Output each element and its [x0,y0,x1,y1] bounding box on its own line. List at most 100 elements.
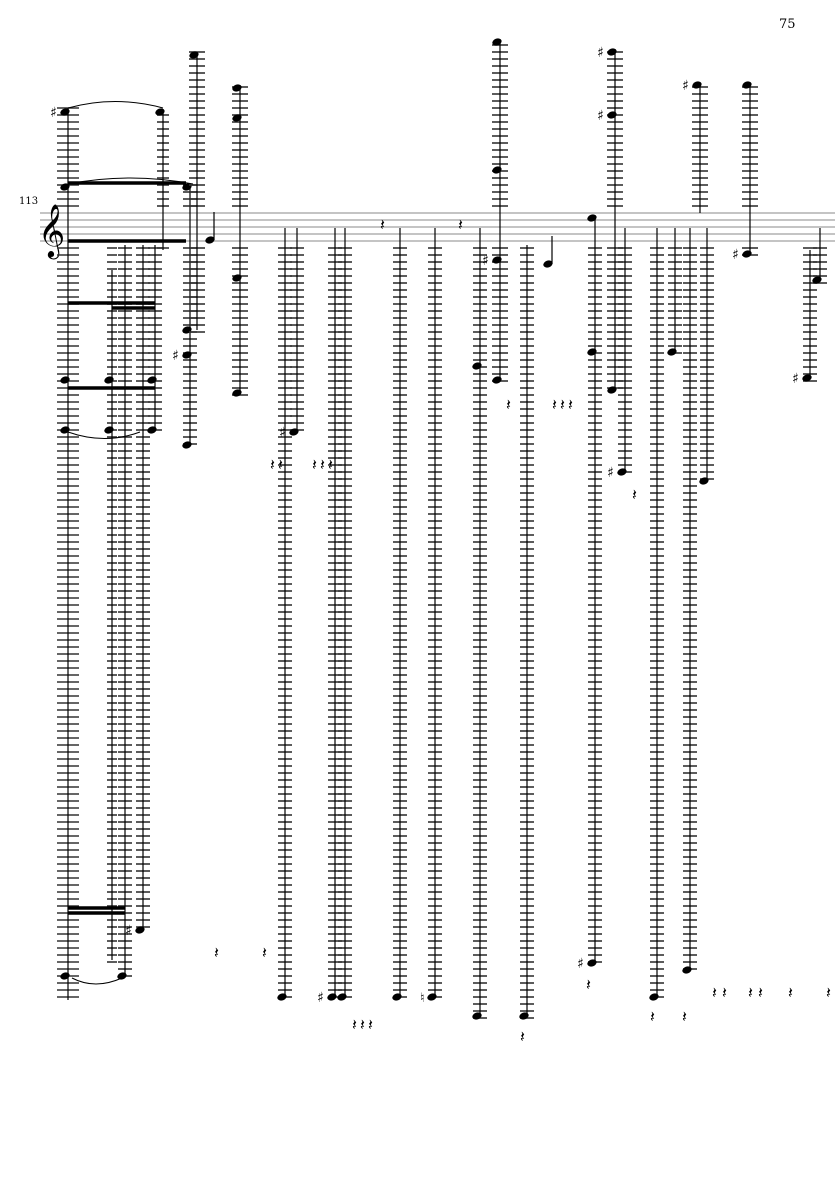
notehead [155,108,165,116]
notehead [60,108,70,116]
notehead [492,376,502,384]
notehead [135,926,145,934]
notehead [692,81,702,89]
quarter-rest-icon: 𝄽 [712,983,717,1002]
quarter-rest-icon: 𝄽 [506,395,511,414]
sharp-icon: ♯ [125,923,132,939]
quarter-rest-icon: 𝄽 [352,1015,357,1034]
quarter-rest-icon: 𝄽 [552,395,557,414]
notehead [277,993,287,1001]
quarter-rest-icon: 𝄽 [368,1015,373,1034]
quarter-rest-icon: 𝄽 [270,455,275,474]
notehead [617,468,627,476]
quarter-rest-icon: 𝄽 [560,395,565,414]
sharp-icon: ♯ [792,371,799,387]
quarter-rest-icon: 𝄽 [826,983,831,1002]
notehead [182,441,192,449]
slur [67,177,194,185]
quarter-rest-icon: 𝄽 [320,455,325,474]
notehead [607,386,617,394]
notehead [742,81,752,89]
page-number: 75 [779,17,796,32]
notehead [427,993,437,1001]
notehead [802,374,812,382]
notehead [492,256,502,264]
slur [71,977,123,985]
quarter-rest-icon: 𝄽 [748,983,753,1002]
quarter-rest-icon: 𝄽 [788,983,793,1002]
sharp-icon: ♯ [732,247,739,263]
notehead [104,426,114,434]
notehead [104,376,114,384]
sharp-icon: ♯ [597,108,604,124]
quarter-rest-icon: 𝄽 [312,455,317,474]
quarter-rest-icon: 𝄽 [520,1027,525,1046]
measure-number: 113 [19,196,39,207]
quarter-rest-icon: 𝄽 [568,395,573,414]
notehead [232,84,242,92]
sharp-icon: ♯ [50,105,57,121]
notehead [543,260,553,268]
quarter-rest-icon: 𝄽 [722,983,727,1002]
natural-icon: ♮ [420,991,425,1006]
notehead [812,276,822,284]
notehead [519,1012,529,1020]
quarter-rest-icon: 𝄽 [262,943,267,962]
notehead [392,993,402,1001]
notehead [607,48,617,56]
notehead [60,426,70,434]
notehead [60,376,70,384]
notehead [327,993,337,1001]
quarter-rest-icon: 𝄽 [682,1007,687,1026]
sharp-icon: ♯ [482,253,489,269]
quarter-rest-icon: 𝄽 [360,1015,365,1034]
notehead [699,477,709,485]
notehead [742,250,752,258]
quarter-rest-icon: 𝄽 [328,455,333,474]
notehead [205,236,215,244]
notes: ♯♯♯♯♯♮♯♯♯♯♯♯♯♯𝄽𝄽𝄽𝄽𝄽𝄽𝄽𝄽𝄽𝄽𝄽𝄽𝄽𝄽𝄽𝄽𝄽𝄽𝄽𝄽𝄽𝄽𝄽𝄽𝄽𝄽… [50,38,831,1046]
notehead [587,348,597,356]
sharp-icon: ♯ [682,78,689,94]
notehead [472,362,482,370]
notehead [189,51,199,59]
sharp-icon: ♯ [607,465,614,481]
quarter-rest-icon: 𝄽 [650,1007,655,1026]
notehead [587,214,597,222]
notehead [682,966,692,974]
notehead [232,389,242,397]
notehead [492,38,502,46]
quarter-rest-icon: 𝄽 [632,485,637,504]
quarter-rest-icon: 𝄽 [214,943,219,962]
notehead [182,351,192,359]
notehead [587,959,597,967]
sharp-icon: ♯ [597,45,604,61]
notehead [182,326,192,334]
staff [40,212,835,242]
quarter-rest-icon: 𝄽 [278,455,283,474]
sharp-icon: ♯ [279,425,286,441]
quarter-rest-icon: 𝄽 [586,975,591,994]
quarter-rest-icon: 𝄽 [380,215,385,234]
notehead [649,993,659,1001]
quarter-rest-icon: 𝄽 [458,215,463,234]
sharp-icon: ♯ [172,348,179,364]
notehead [667,348,677,356]
notehead [232,274,242,282]
notehead [607,111,617,119]
sharp-icon: ♯ [577,956,584,972]
notehead [117,972,127,980]
notehead [60,972,70,980]
notehead [60,183,70,191]
slur [67,101,164,109]
treble-clef-icon: 𝄞 [38,203,65,259]
notehead [232,114,242,122]
quarter-rest-icon: 𝄽 [758,983,763,1002]
notehead [472,1012,482,1020]
notehead [289,428,299,436]
notehead [337,993,347,1001]
slur [67,431,141,439]
notehead [492,166,502,174]
notehead [147,376,157,384]
